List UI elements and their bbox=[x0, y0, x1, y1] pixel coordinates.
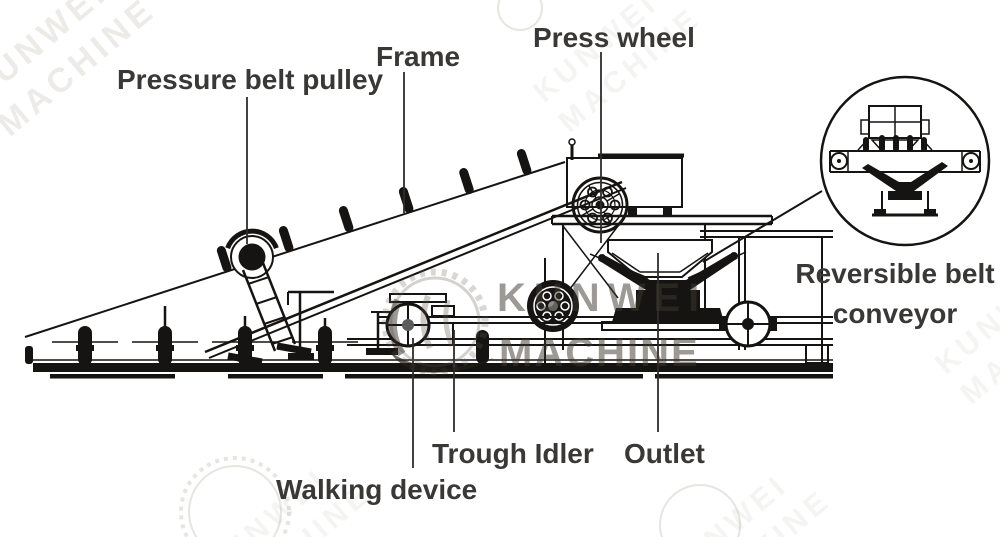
incline-support bbox=[287, 290, 402, 360]
label-pressure-belt-pulley: Pressure belt pulley bbox=[117, 64, 384, 95]
inclined-conveyor-frame bbox=[24, 149, 627, 366]
trough-idler-post bbox=[132, 306, 198, 366]
press-wheel bbox=[571, 176, 629, 234]
label-trough-idler: Trough Idler bbox=[432, 438, 594, 469]
label-press-wheel: Press wheel bbox=[533, 22, 695, 53]
label-reversible-line2: conveyor bbox=[832, 298, 958, 329]
label-reversible-line1: Reversible belt bbox=[795, 258, 995, 289]
label-reversible-belt-conveyor: Reversible belt conveyor bbox=[790, 254, 1000, 334]
callout-front-view bbox=[829, 105, 981, 217]
walking-device-wheel bbox=[385, 293, 455, 348]
incline-roller bbox=[216, 149, 532, 273]
trough-idler-post bbox=[292, 318, 358, 366]
hopper-outlet bbox=[607, 239, 713, 278]
watermark-swooshes bbox=[179, 0, 741, 537]
callout-pointer-line bbox=[702, 190, 823, 263]
label-frame: Frame bbox=[376, 41, 461, 72]
callout-circle bbox=[819, 75, 991, 247]
leader-lines bbox=[246, 52, 659, 468]
detail-callout bbox=[702, 75, 991, 263]
label-outlet: Outlet bbox=[624, 438, 705, 469]
rear-wheel bbox=[719, 300, 777, 348]
trough-idler-post bbox=[476, 330, 489, 364]
drive-pulley-wheel bbox=[527, 280, 579, 332]
label-walking-device: Walking device bbox=[276, 474, 478, 505]
reversible-belt-trough bbox=[589, 251, 747, 331]
pressure-belt-pulley bbox=[225, 228, 312, 366]
trough-idler-post bbox=[52, 326, 118, 366]
